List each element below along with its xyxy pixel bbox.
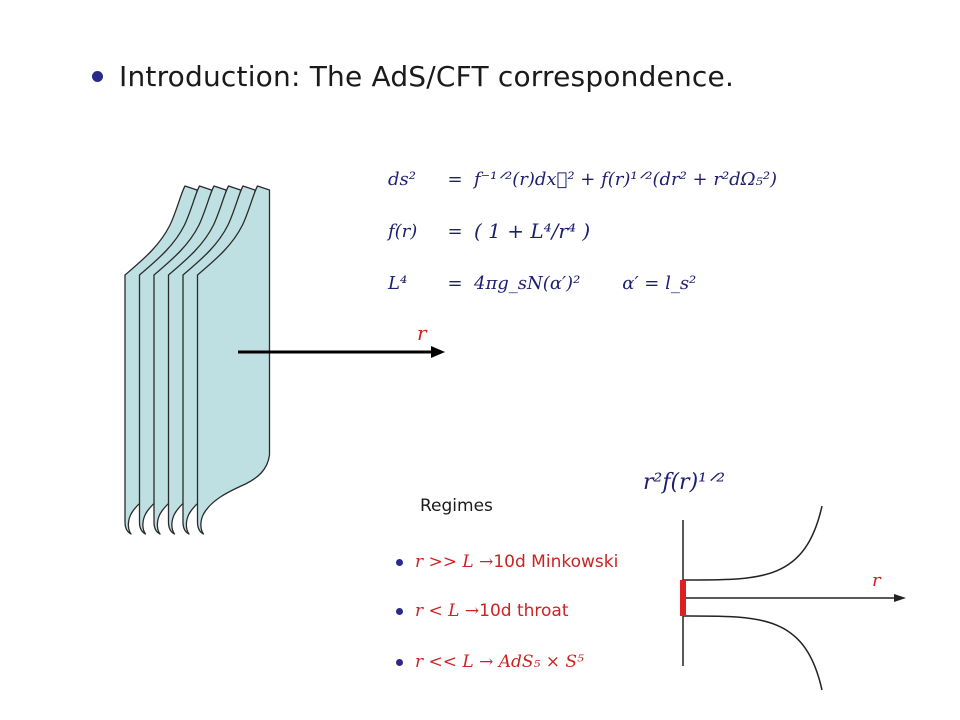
eq-rhs: ( 1 + L⁴/r⁴ ) [474, 219, 591, 243]
regime-math: r < L → [415, 601, 480, 621]
regime-item: r >> L → 10d Minkowski [396, 552, 618, 572]
eq-sign: = [447, 168, 463, 190]
metric-equations: ds² = f⁻¹ᐟ²(r)dx⃗² + f(r)¹ᐟ²(dr² + r²dΩ₅… [388, 156, 777, 306]
eq-lhs: ds² [388, 168, 416, 190]
plot-y-label: r²f(r)¹ᐟ² [643, 470, 726, 495]
regime-item: r << L → AdS₅ × S⁵ [396, 652, 584, 672]
equation-metric: ds² = f⁻¹ᐟ²(r)dx⃗² + f(r)¹ᐟ²(dr² + r²dΩ₅… [388, 156, 777, 202]
regime-item: r < L → 10d throat [396, 601, 569, 621]
plot-lower-curve [682, 615, 823, 691]
regime-bullet [396, 607, 403, 615]
eq-lhs: L⁴ [388, 272, 408, 294]
eq-sign: = [447, 220, 463, 242]
warp-factor-plot [680, 505, 906, 691]
slide-title: Introduction: The AdS/CFT correspondence… [119, 59, 735, 93]
brane-sheets [124, 185, 271, 535]
equation-warp-factor: f(r) = ( 1 + L⁴/r⁴ ) [388, 202, 777, 260]
plot-x-arrowhead [894, 594, 906, 602]
regime-math: r >> L → [415, 552, 494, 572]
title-bullet [92, 70, 103, 82]
slide-title-row: Introduction: The AdS/CFT correspondence… [92, 56, 734, 96]
regime-math: r << L → AdS₅ × S⁵ [415, 652, 584, 672]
eq-lhs: f(r) [388, 220, 418, 242]
radial-arrow [238, 346, 445, 358]
regime-bullet [396, 558, 403, 566]
plot-upper-curve [682, 505, 823, 581]
regime-text: 10d Minkowski [493, 552, 619, 572]
regime-bullet [396, 658, 403, 666]
regimes-title: Regimes [420, 496, 493, 516]
equation-radius: L⁴ = 4πg_sN(α′)² α′ = l_s² [388, 260, 777, 306]
eq-rhs: 4πg_sN(α′)² [474, 272, 581, 294]
plot-x-label: r [872, 570, 881, 591]
eq-rhs-secondary: α′ = l_s² [622, 272, 697, 294]
regime-text: 10d throat [479, 601, 569, 621]
arrow-r-label: r [417, 321, 427, 345]
eq-rhs: f⁻¹ᐟ²(r)dx⃗² + f(r)¹ᐟ²(dr² + r²dΩ₅²) [474, 168, 778, 190]
eq-sign: = [447, 272, 463, 294]
brane-sheet [196, 185, 271, 535]
